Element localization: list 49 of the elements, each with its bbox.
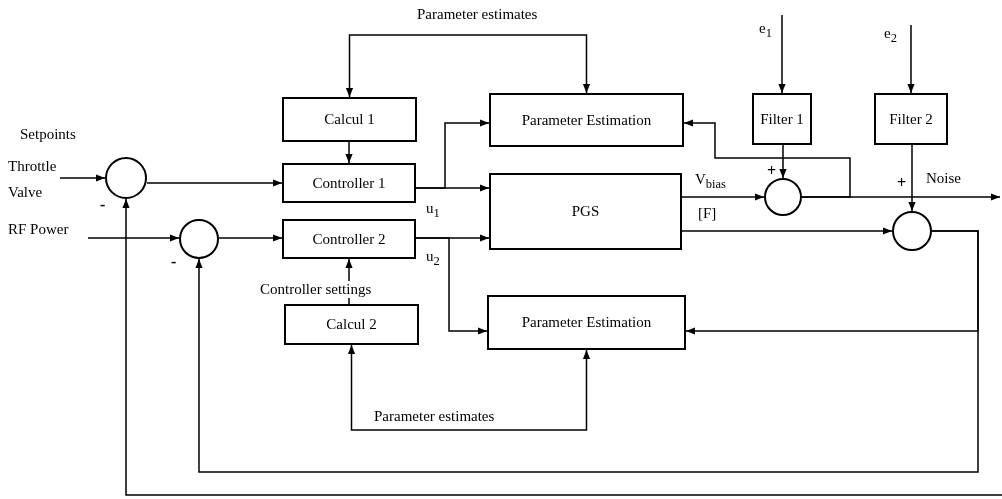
block-label: Controller 1 xyxy=(312,174,386,192)
block-label: Calcul 1 xyxy=(324,111,375,128)
process-block xyxy=(284,304,419,345)
sign-label: + xyxy=(897,175,907,191)
summing-junction xyxy=(179,219,219,259)
connector-arrow xyxy=(681,193,765,201)
connector-arrow xyxy=(685,230,979,335)
process-block xyxy=(282,97,417,142)
connector-arrow xyxy=(122,198,1002,496)
connector-arrow xyxy=(87,234,180,242)
summing-junction xyxy=(764,178,802,216)
connector-arrow xyxy=(218,234,283,242)
block-label: Controller 2 xyxy=(312,230,386,248)
process-block xyxy=(282,219,416,259)
connector-arrow xyxy=(146,179,283,187)
connector-arrow xyxy=(59,174,106,182)
edge-label: Controller settings xyxy=(258,281,374,298)
process-block xyxy=(752,93,812,145)
process-block xyxy=(282,163,416,203)
summing-junction xyxy=(892,211,932,251)
summing-junction xyxy=(105,157,147,199)
edge-label: [F] xyxy=(696,205,719,222)
connector-arrow xyxy=(345,34,591,98)
connector-arrow xyxy=(415,119,490,189)
block-label: Filter 1 xyxy=(760,110,804,128)
connector-arrow xyxy=(345,141,353,164)
connector-arrow xyxy=(908,144,916,212)
process-block xyxy=(489,173,682,250)
connector-arrow xyxy=(779,144,787,179)
process-block xyxy=(874,93,948,145)
connector-arrow xyxy=(415,237,488,335)
connector-arrow xyxy=(683,119,851,198)
input-label: RF Power xyxy=(8,216,88,240)
input-label: Throttle Valve xyxy=(8,153,60,205)
block-label: Calcul 2 xyxy=(326,316,377,333)
sign-label: - xyxy=(171,254,177,270)
block-label: Parameter Estimation xyxy=(521,314,652,331)
block-label: PGS xyxy=(571,203,600,220)
sign-label: + xyxy=(767,163,777,179)
process-block xyxy=(487,295,686,350)
process-block xyxy=(489,93,684,147)
sign-label: - xyxy=(100,197,106,213)
connector-arrow xyxy=(907,24,915,94)
heading-label: Setpoints xyxy=(18,126,78,143)
block-label: Filter 2 xyxy=(889,110,933,128)
connector-arrow xyxy=(778,14,786,94)
block-label: Parameter Estimation xyxy=(521,111,652,129)
connector-arrow xyxy=(681,227,893,235)
connector-arrow xyxy=(347,344,591,431)
